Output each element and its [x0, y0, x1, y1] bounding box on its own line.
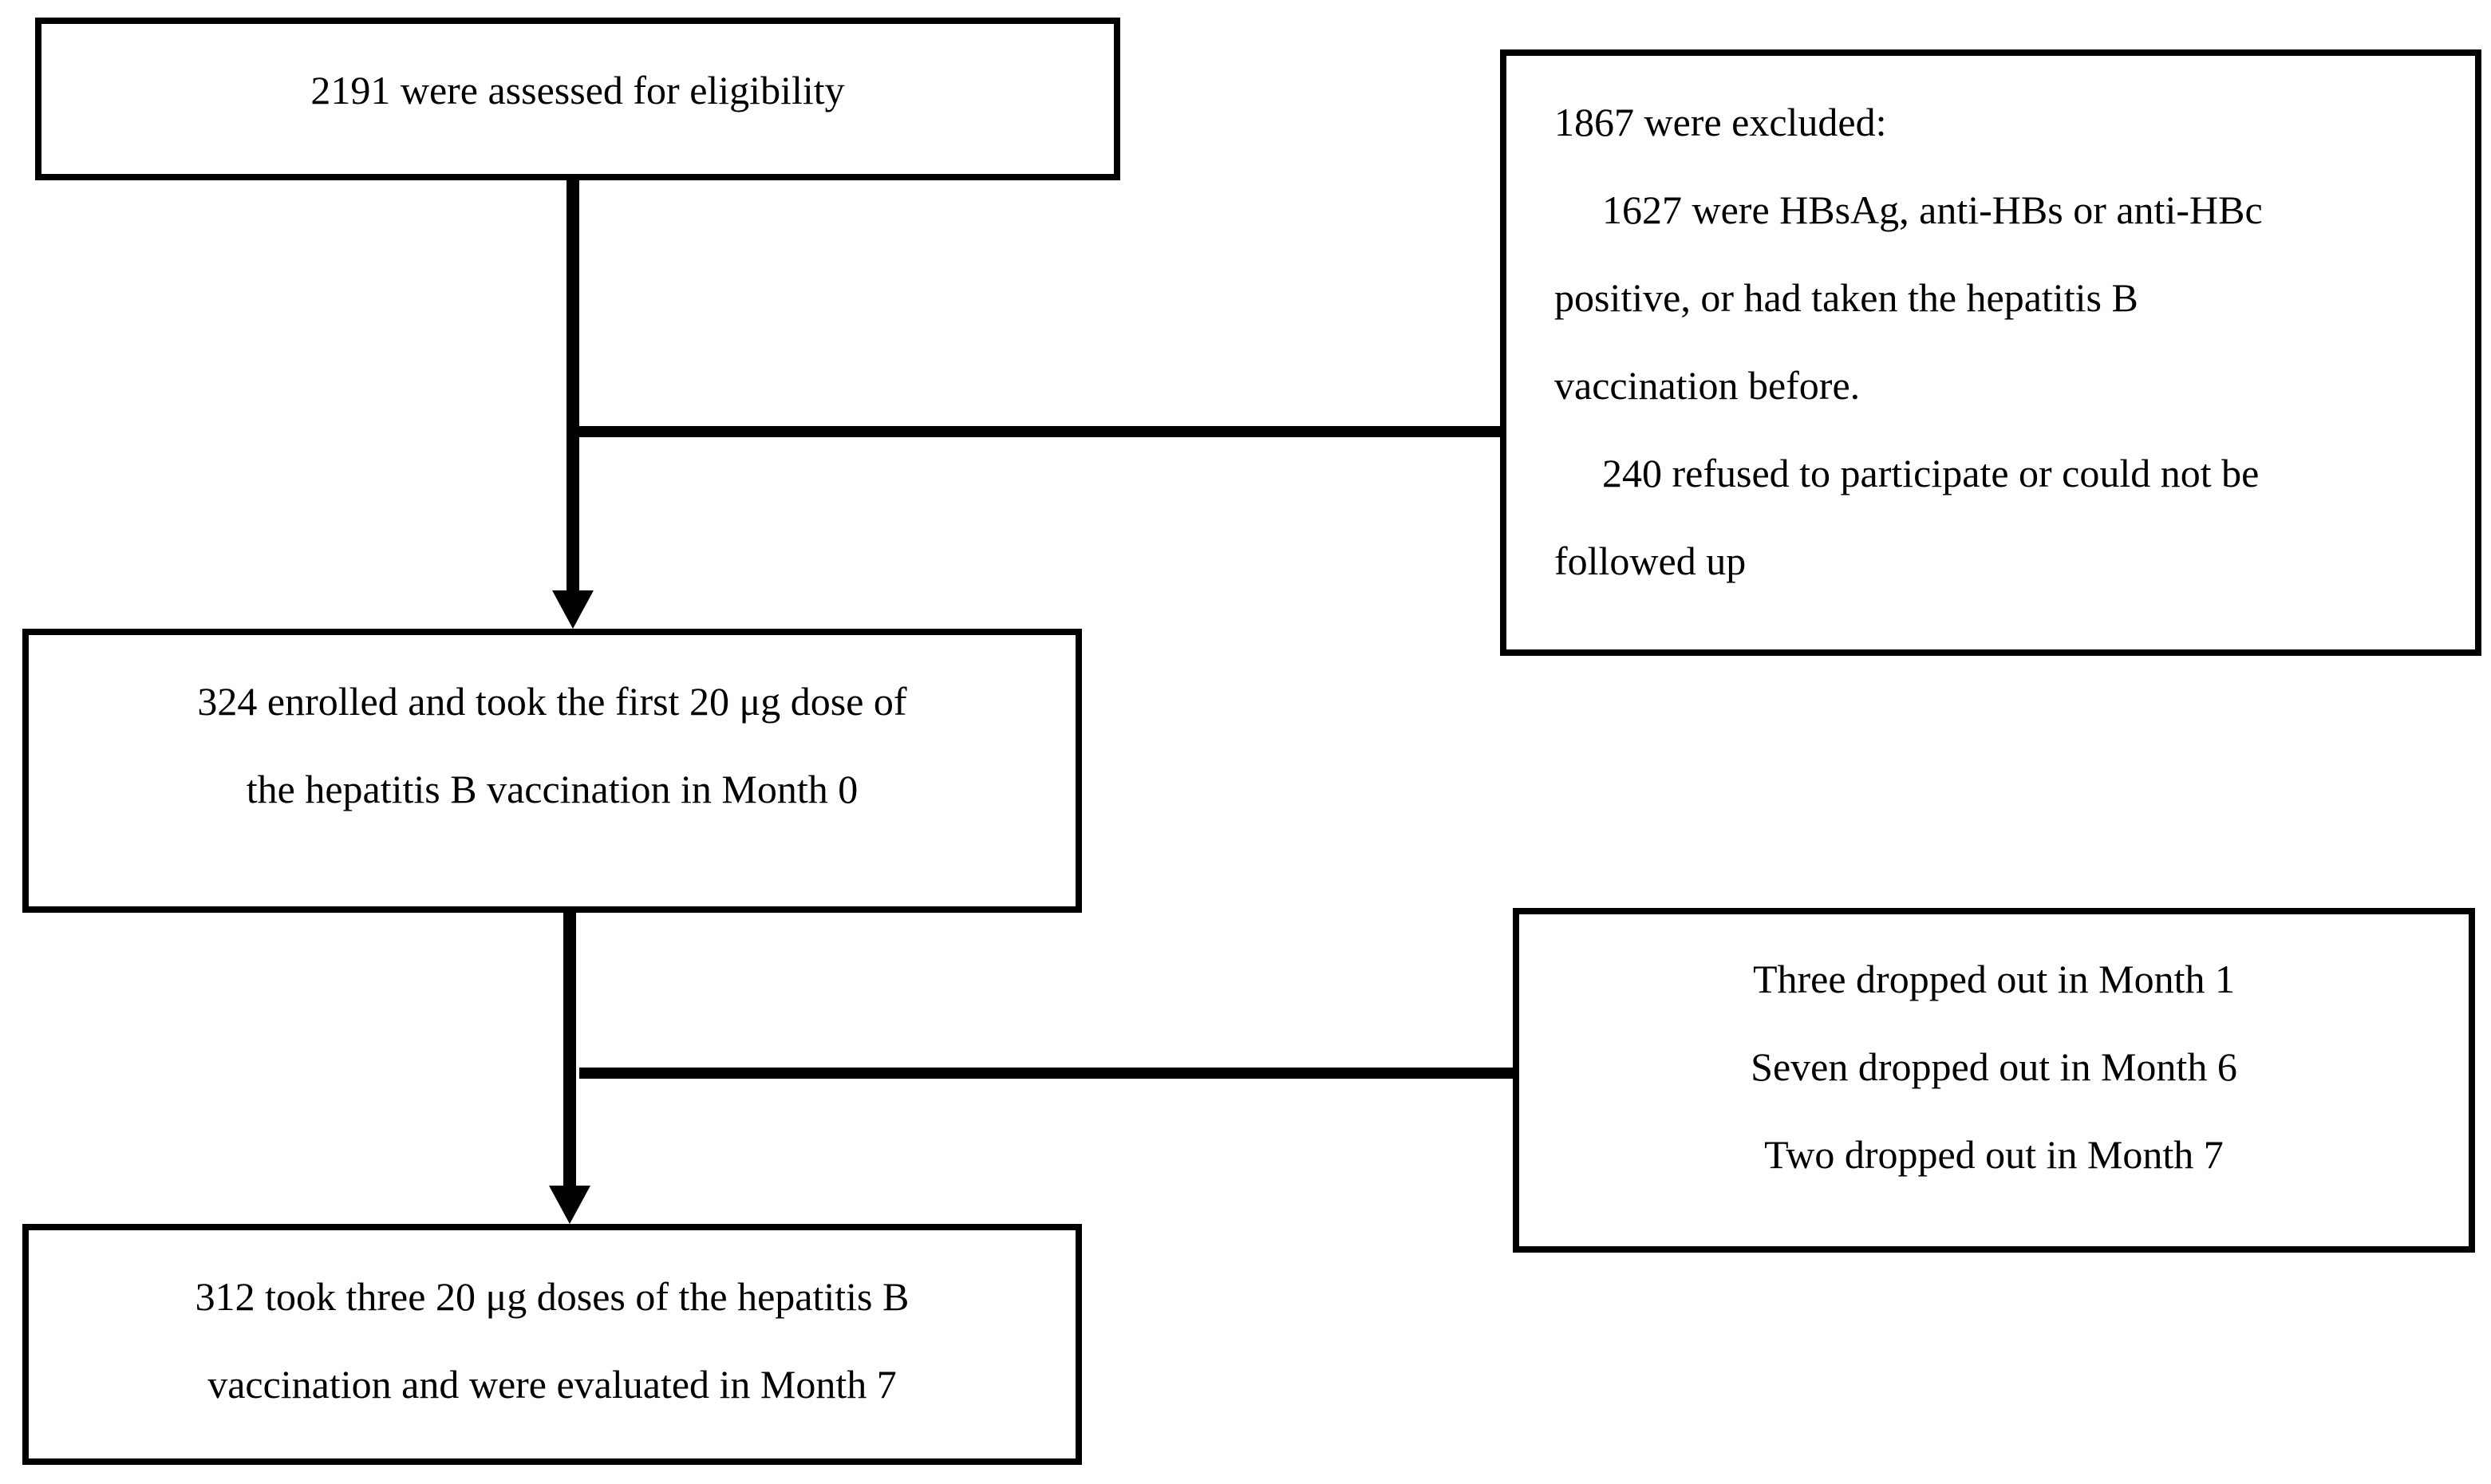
arrowhead-to-evaluated [549, 1186, 590, 1224]
excluded-text-line-5: 240 refused to participate or could not … [1602, 451, 2260, 495]
enrolled-text-line-1: 324 enrolled and took the first 20 μg do… [197, 679, 907, 724]
branch-line-to-excluded [573, 426, 1500, 437]
assessed-text: 2191 were assessed for eligibility [310, 68, 845, 112]
dropout-text-line-1: Three dropped out in Month 1 [1752, 957, 2236, 1001]
flow-line-assessed-to-enrolled [566, 180, 579, 594]
evaluated-box [22, 1224, 1082, 1465]
dropout-text-line-3: Two dropped out in Month 7 [1764, 1132, 2224, 1177]
excluded-box [1500, 49, 2481, 656]
excluded-text-line-1: 1867 were excluded: [1554, 100, 1887, 144]
dropout-text-line-2: Seven dropped out in Month 6 [1751, 1044, 2237, 1089]
enrolled-text-line-2: the hepatitis B vaccination in Month 0 [246, 767, 859, 811]
excluded-text-line-6: followed up [1554, 539, 1747, 583]
assessed-box [35, 18, 1120, 180]
excluded-text-line-2: 1627 were HBsAg, anti-HBs or anti-HBc [1602, 187, 2263, 232]
evaluated-text-line-1: 312 took three 20 μg doses of the hepati… [195, 1274, 910, 1319]
enrolled-box [22, 629, 1082, 913]
branch-line-to-dropout [579, 1068, 1513, 1079]
excluded-text-line-4: vaccination before. [1554, 363, 1861, 408]
flow-line-enrolled-to-evaluated [563, 913, 576, 1189]
excluded-text-line-3: positive, or had taken the hepatitis B [1554, 275, 2138, 320]
arrowhead-to-enrolled [552, 590, 594, 629]
dropout-box [1513, 908, 2475, 1253]
evaluated-text-line-2: vaccination and were evaluated in Month … [207, 1362, 897, 1407]
